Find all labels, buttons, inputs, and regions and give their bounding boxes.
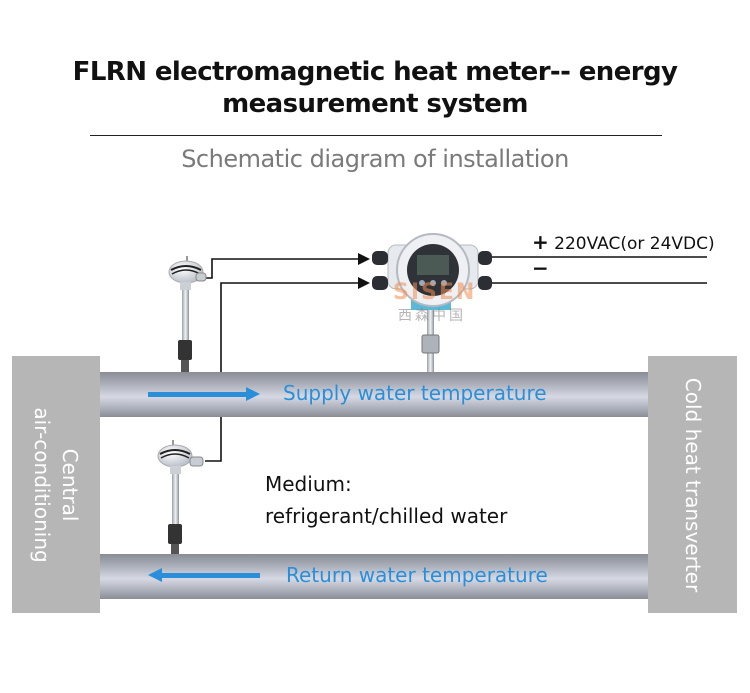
- flow-arrow-left-icon: [148, 568, 260, 582]
- watermark-brand: SISEN: [393, 280, 477, 305]
- power-voltage-label: 220VAC(or 24VDC): [554, 234, 715, 254]
- heat-meter-transmitter-icon: [372, 233, 492, 372]
- supply-temperature-sensor-icon: [168, 256, 207, 372]
- page-title-line1: FLRN electromagnetic heat meter-- energy: [72, 57, 678, 87]
- flow-arrow-right-icon: [148, 387, 260, 401]
- plus-icon: +: [532, 230, 549, 254]
- return-pipe: Return water temperature: [100, 554, 648, 599]
- return-temperature-sensor-icon: [157, 440, 204, 554]
- wire-arrow-icon: [358, 277, 370, 289]
- wire-arrow-icon: [358, 253, 370, 265]
- supply-pipe: Supply water temperature: [100, 372, 648, 417]
- central-air-conditioning-unit: Central air-conditioning: [12, 356, 100, 613]
- cold-heat-transverter-unit: Cold heat transverter: [648, 356, 737, 613]
- minus-icon: −: [532, 256, 549, 280]
- page-title-line2: measurement system: [222, 89, 528, 119]
- cable-gland-icon: [372, 251, 492, 290]
- medium-value: refrigerant/chilled water: [265, 504, 508, 528]
- supply-water-temperature-label: Supply water temperature: [283, 381, 547, 405]
- medium-heading: Medium:: [265, 472, 352, 496]
- return-water-temperature-label: Return water temperature: [286, 563, 548, 587]
- page-subtitle: Schematic diagram of installation: [181, 145, 569, 173]
- title-divider: [90, 135, 662, 136]
- watermark-chinese: 西森中国: [398, 308, 466, 324]
- supply-sensor-wire: [205, 258, 358, 279]
- power-supply-label: + 220VAC(or 24VDC): [532, 230, 715, 254]
